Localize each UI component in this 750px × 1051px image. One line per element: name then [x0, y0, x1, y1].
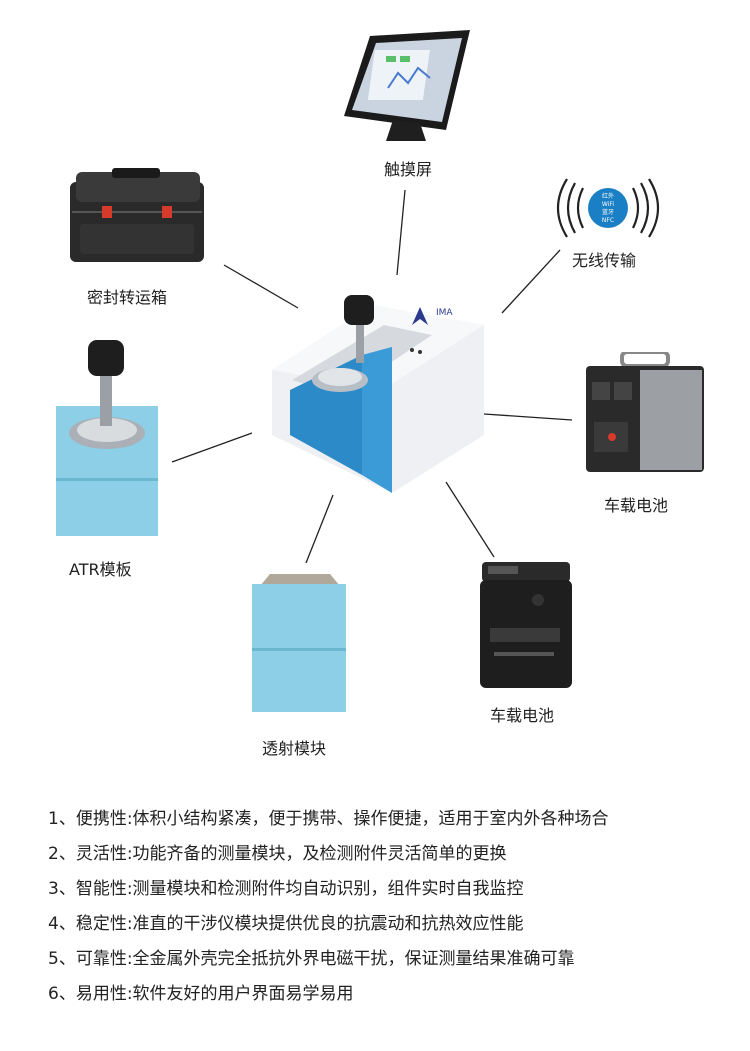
connector-transmission [305, 494, 334, 564]
battery-right-label: 车载电池 [604, 496, 669, 515]
transport-case-image [62, 168, 210, 266]
connector-case [223, 264, 299, 309]
wireless-icon-text-3: 蓝牙 [602, 208, 614, 216]
connector-touchscreen [396, 189, 406, 276]
feature-item: 3、智能性:测量模块和检测附件均自动识别，组件实时自我监控 [48, 879, 524, 899]
transmission-module-label: 透射模块 [262, 739, 327, 758]
connector-battery-bottom [445, 481, 495, 558]
battery-bottom-label: 车载电池 [490, 706, 555, 725]
feature-item: 6、易用性:软件友好的用户界面易学易用 [48, 984, 354, 1004]
feature-item: 5、可靠性:全金属外壳完全抵抗外界电磁干扰，保证测量结果准确可靠 [48, 949, 575, 969]
battery-pack-image [478, 562, 574, 690]
connector-atr [171, 432, 253, 463]
wireless-label: 无线传输 [572, 251, 637, 270]
power-station-image [584, 352, 706, 474]
feature-item: 2、灵活性:功能齐备的测量模块，及检测附件灵活简单的更换 [48, 844, 507, 864]
svg-text:IMA: IMA [436, 308, 453, 318]
transport-case-label: 密封转运箱 [87, 288, 168, 307]
touchscreen-label: 触摸屏 [384, 160, 433, 179]
transmission-module-image [248, 572, 350, 714]
wireless-icon-text-4: NFC [602, 217, 614, 224]
feature-item: 1、便携性:体积小结构紧凑，便于携带、操作便捷，适用于室内外各种场合 [48, 809, 609, 829]
atr-module-image [52, 338, 162, 538]
spectrometer-image: IMA [262, 285, 487, 495]
touchscreen-image [338, 28, 478, 143]
connector-lines [171, 189, 573, 564]
wireless-icon-text-1: 红外 [602, 192, 614, 200]
wireless-icon: 红外 WiFi 蓝牙 NFC [543, 178, 673, 238]
feature-list: 1、便携性:体积小结构紧凑，便于携带、操作便捷，适用于室内外各种场合 2、灵活性… [48, 802, 728, 1012]
feature-item: 4、稳定性:准直的干涉仪模块提供优良的抗震动和抗热效应性能 [48, 914, 524, 934]
connector-battery-right [483, 413, 573, 421]
wireless-icon-text-2: WiFi [602, 201, 614, 208]
atr-module-label: ATR模板 [69, 560, 132, 579]
connector-wireless [501, 249, 561, 314]
